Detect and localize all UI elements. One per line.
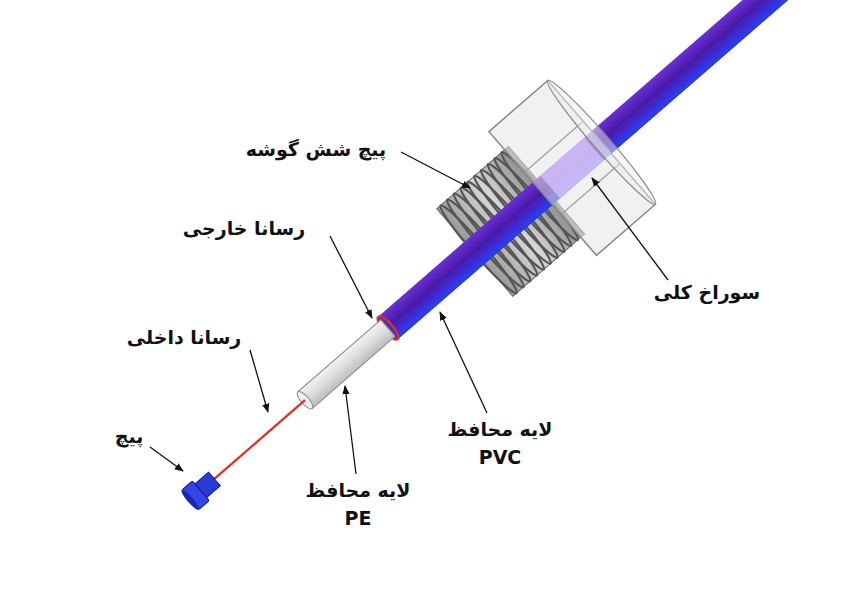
part-label: پیچ شش گوشه	[246, 136, 387, 164]
pvc-edge	[395, 0, 821, 339]
part-label: لایه محافظ PE	[291, 477, 426, 532]
end-screw	[179, 469, 222, 512]
hex-nut	[489, 75, 661, 255]
part-label: لایه محافظ PVC	[425, 416, 575, 471]
part-label: رسانا خارجی	[183, 215, 305, 243]
leader-lines	[150, 152, 668, 474]
cable-group	[134, 0, 842, 564]
pvc-jacket	[378, 0, 820, 339]
part-label: رسانا داخلی	[127, 324, 242, 352]
inner-conductor	[213, 400, 305, 480]
part-label: سوراخ کلی	[654, 279, 760, 307]
part-label: پیچ	[115, 423, 144, 451]
